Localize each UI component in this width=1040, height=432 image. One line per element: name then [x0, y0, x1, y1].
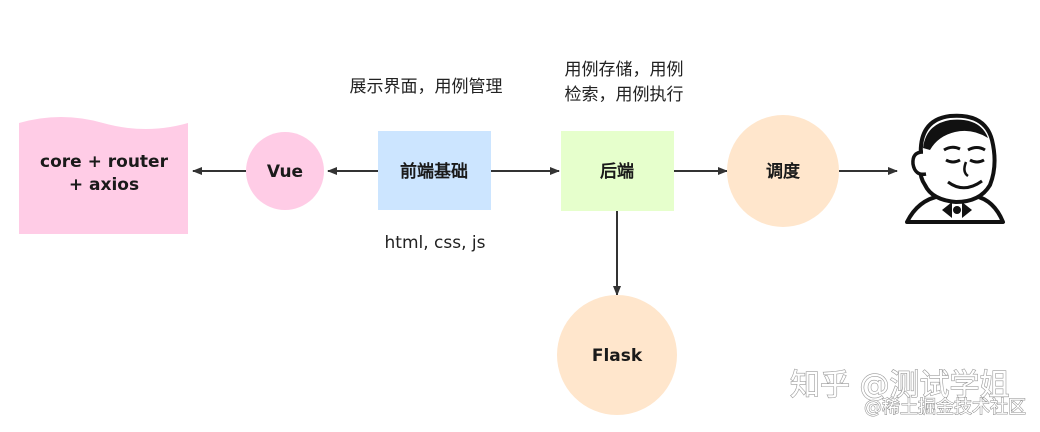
- core-label-line1: core + router: [40, 152, 169, 172]
- jenkins-butler-icon: [905, 113, 1005, 224]
- backend-top-annotation-line1: 用例存储，用例: [565, 60, 684, 80]
- node-flask: Flask: [557, 295, 677, 415]
- node-vue: Vue: [246, 132, 324, 210]
- watermark-juejin: @稀土掘金技术社区: [864, 397, 1026, 418]
- core-label-line2: + axios: [69, 175, 139, 195]
- watermark-zhihu: 知乎 @测试学姐: [790, 368, 1010, 403]
- flask-circle: [557, 295, 677, 415]
- node-backend: 后端: [561, 131, 674, 211]
- backend-box: [561, 131, 674, 211]
- scheduler-circle: [727, 115, 839, 227]
- frontend-box: [378, 131, 491, 210]
- node-frontend: 前端基础: [378, 131, 491, 210]
- frontend-bottom-annotation: html, css, js: [385, 233, 486, 253]
- scheduler-label: 调度: [766, 161, 801, 182]
- vue-label: Vue: [267, 162, 303, 182]
- node-scheduler: 调度: [727, 115, 839, 227]
- frontend-label: 前端基础: [400, 161, 468, 182]
- backend-label: 后端: [600, 161, 634, 182]
- vue-circle: [246, 132, 324, 210]
- flask-label: Flask: [592, 346, 643, 366]
- core-shape: [19, 117, 188, 234]
- node-core-router-axios: core + router + axios: [19, 117, 188, 234]
- frontend-top-annotation: 展示界面，用例管理: [350, 77, 503, 97]
- edges: [192, 167, 898, 296]
- backend-top-annotation-line2: 检索，用例执行: [565, 85, 684, 105]
